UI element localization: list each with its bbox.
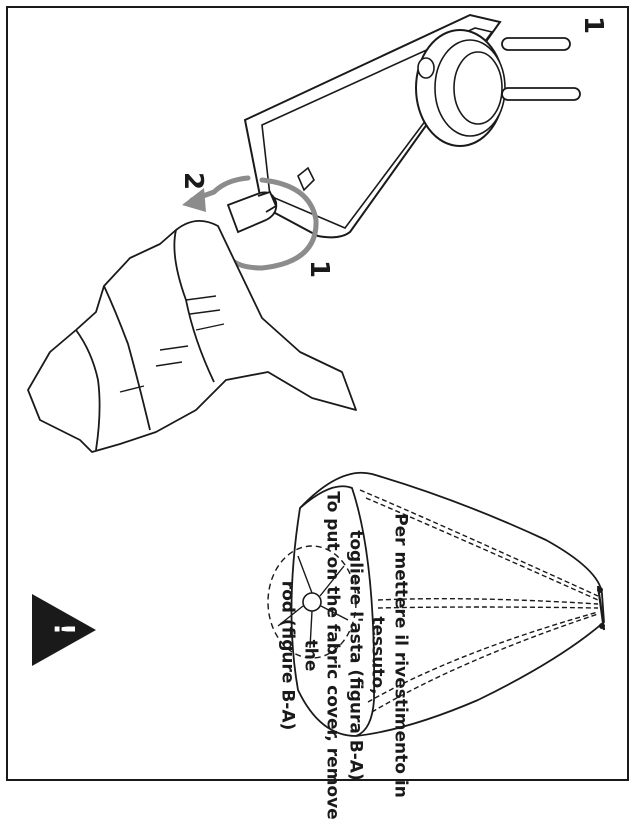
dc-connector-icon xyxy=(228,192,276,232)
warning-exclamation: ! xyxy=(46,609,82,649)
caption-line-2: togliere l'asta (figura B-A) xyxy=(344,480,367,832)
caption-line-3: To put on the fabric cover, remove the xyxy=(299,480,344,832)
step-one-label-top: 1 xyxy=(580,16,606,34)
power-adapter-icon xyxy=(245,15,580,237)
step-one-label-bottom: 1 xyxy=(306,260,332,278)
step-two-label: 2 xyxy=(180,172,206,190)
hand-icon xyxy=(28,221,356,452)
caption-line-4: rod (figure B-A) xyxy=(277,480,300,832)
caption-line-1: Per mettere il rivestimento in tessuto, xyxy=(367,480,412,832)
instruction-caption: Per mettere il rivestimento in tessuto, … xyxy=(277,480,412,832)
